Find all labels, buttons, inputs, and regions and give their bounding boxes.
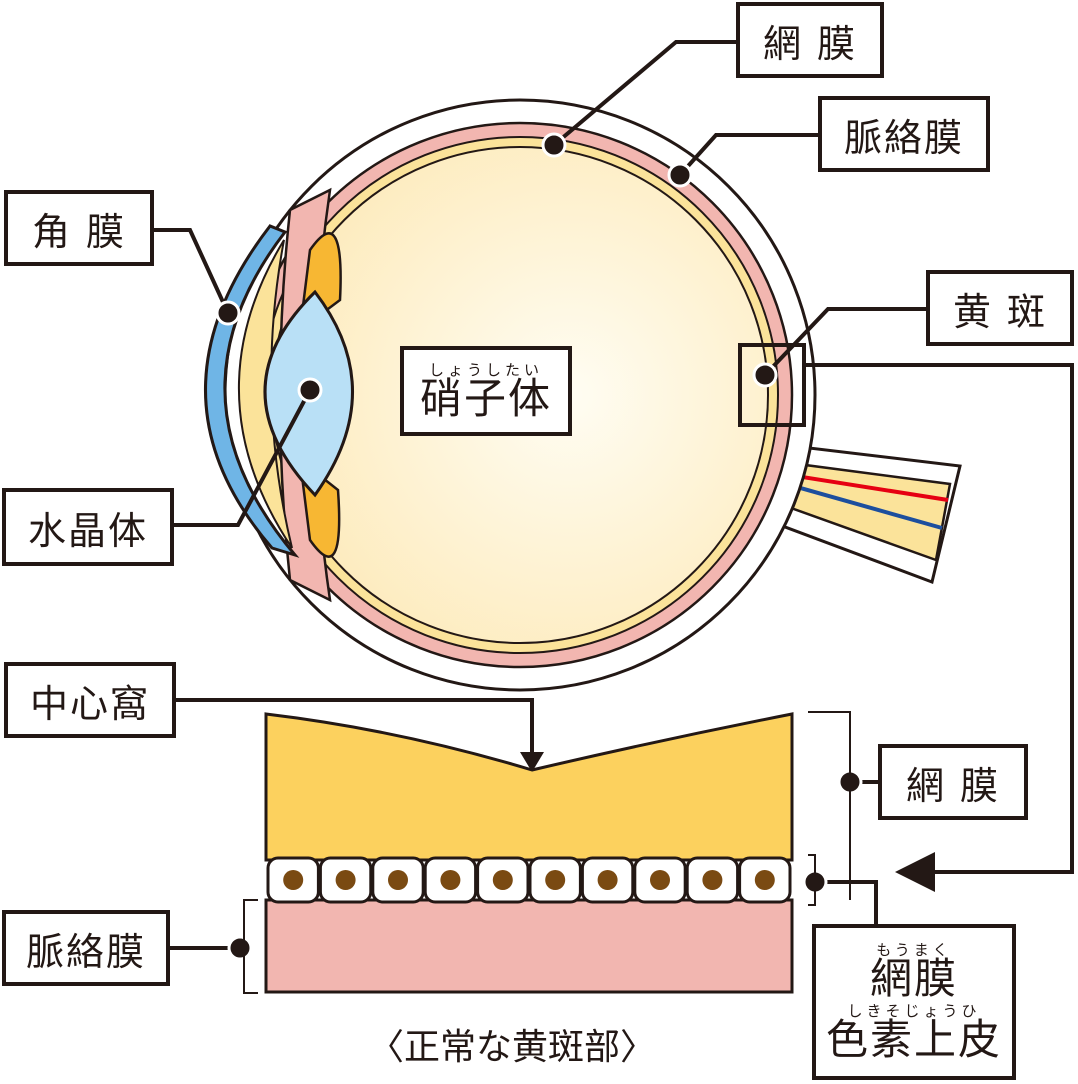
pigment-granule [440, 870, 461, 890]
pigment-granule [597, 870, 618, 890]
label-choroid-bottom: 脈絡膜 [2, 910, 170, 986]
label-lens: 水晶体 [2, 488, 174, 566]
macula-box [738, 343, 806, 427]
label-vitreous: しょうしたい 硝子体 [400, 346, 572, 436]
label-choroid-top: 脈絡膜 [818, 96, 990, 172]
pigment-granule [283, 870, 304, 890]
pigment-granule [492, 870, 513, 890]
caption: 〈正常な黄斑部〉 [368, 1027, 657, 1068]
pigment-granule [650, 870, 670, 890]
label-cornea: 角 膜 [4, 190, 154, 266]
macula-cross-section [243, 711, 851, 994]
pigment-granule [754, 870, 775, 890]
label-retinal-pigment-epithelium: もうまく 網膜 しきそじょうひ 色素上皮 [812, 924, 1016, 1080]
arrowhead-macula [895, 852, 935, 892]
pigment-granule [702, 870, 723, 890]
macula-retina-layer [264, 712, 794, 862]
label-retina-bottom: 網 膜 [878, 744, 1028, 820]
leader-lines [150, 40, 1074, 950]
pigment-granule [388, 870, 408, 890]
macula-choroid-layer [264, 898, 794, 994]
label-retina-top: 網 膜 [736, 2, 884, 78]
label-macula: 黄 斑 [926, 270, 1074, 346]
arrowhead-fovea [520, 752, 544, 772]
label-fovea: 中心窩 [4, 662, 176, 738]
pigment-granule [545, 870, 566, 890]
pigment-granule [335, 870, 356, 890]
pigment-epithelium-cells [266, 856, 792, 904]
